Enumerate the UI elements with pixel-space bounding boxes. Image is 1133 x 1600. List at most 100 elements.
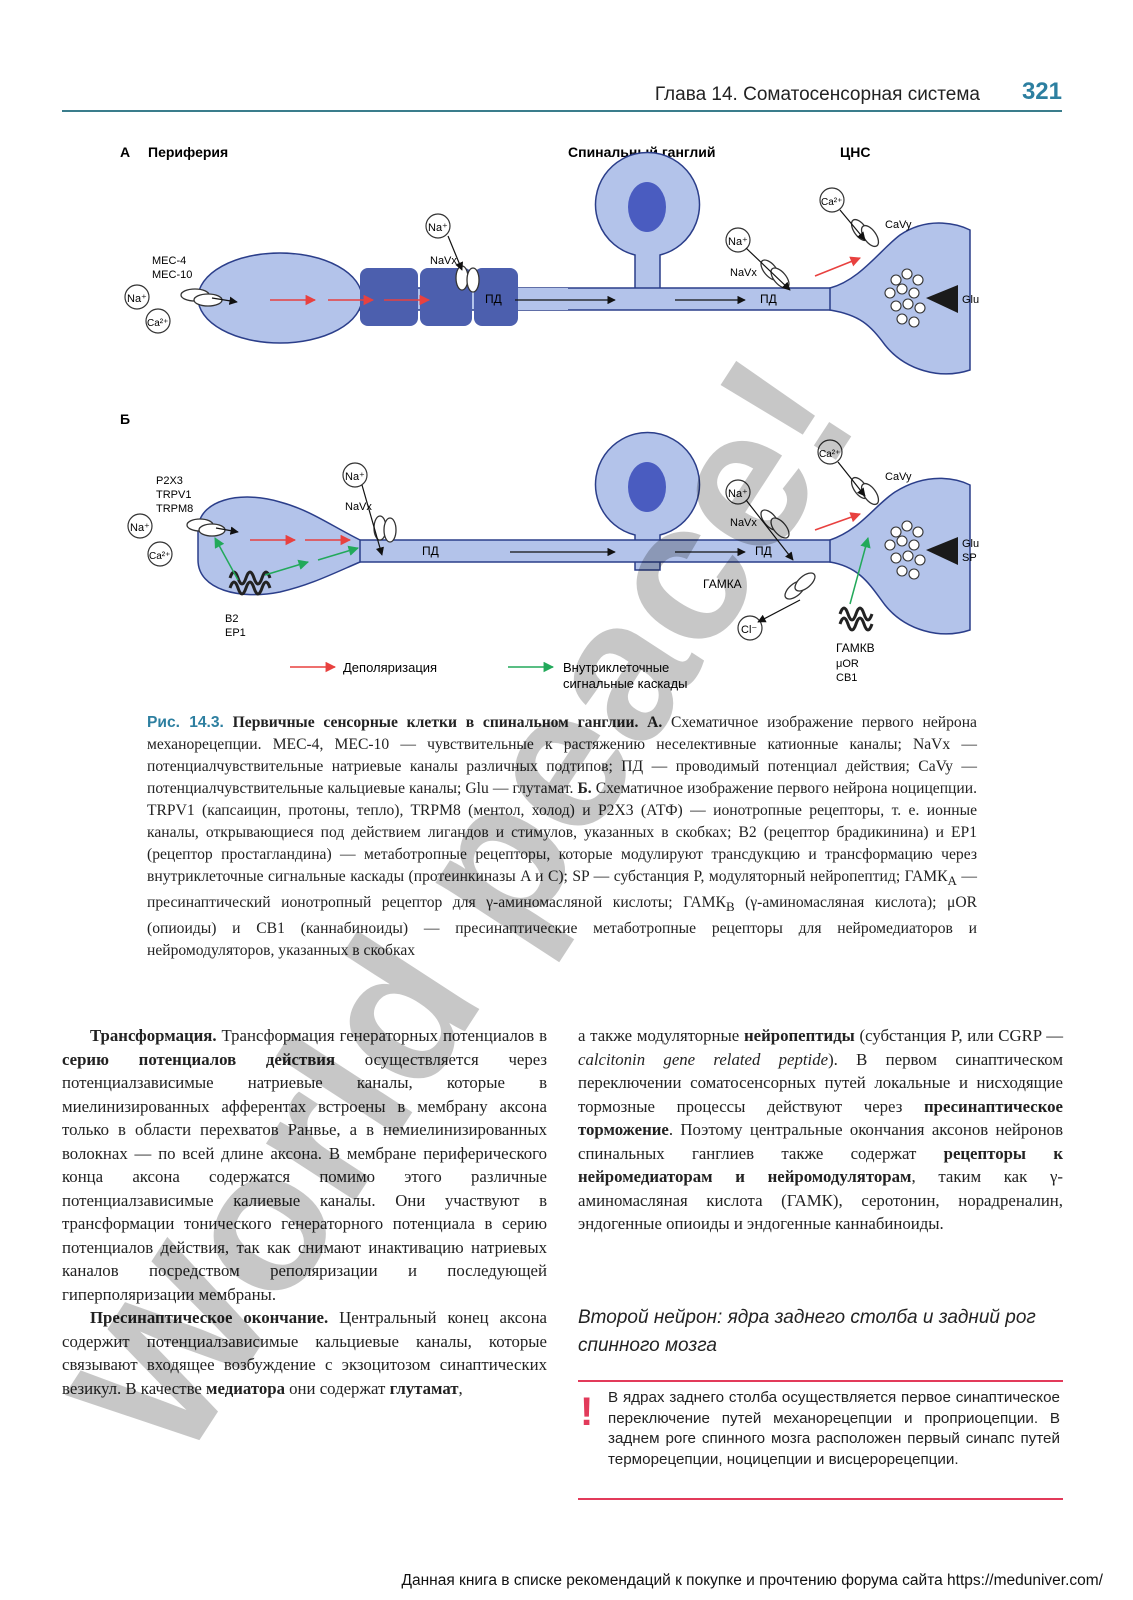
label-mec10: MEC-10: [152, 269, 192, 281]
text-run: ,: [458, 1378, 463, 1398]
label-sp-b: SP: [962, 552, 977, 564]
term-cgrp: calcitonin gene related peptide: [578, 1049, 829, 1069]
caption-text-a: Схематичное изображение первого нейрона …: [147, 714, 977, 797]
term-mediator: медиатора: [206, 1378, 285, 1398]
ion-ca-a2: Ca²⁺: [821, 197, 842, 208]
page-number: 321: [1021, 78, 1062, 105]
section-heading: Второй нейрон: ядра заднего столба и зад…: [578, 1307, 1036, 1356]
label-trpm8: TRPM8: [156, 503, 193, 515]
nucleus-b: [628, 462, 666, 512]
paragraph-continuation: а также модуляторные нейропептиды (субст…: [578, 1024, 1063, 1236]
label-pd-b: ПД: [422, 544, 439, 558]
caption-label: Рис. 14.3.: [147, 714, 224, 731]
ca-ion-icon: [145, 308, 171, 334]
page-header: Глава 14. Соматосенсорная система 321: [62, 76, 1062, 112]
term-glutamate: глутамат: [389, 1378, 459, 1398]
na-ion-icon: [124, 284, 150, 310]
ion-na-b2: Na⁺: [345, 471, 365, 483]
callout-text: В ядрах заднего столба осуществляется пе…: [608, 1389, 1060, 1468]
central-terminal-a: [829, 222, 971, 375]
legend-depolarization: Деполяризация: [343, 660, 437, 675]
b2-receptor-icon: [228, 570, 272, 586]
right-column: а также модуляторные нейропептиды (субст…: [578, 1024, 1063, 1236]
ion-na-b3: Na⁺: [728, 488, 748, 500]
label-ganglion: Спинальный ганглий: [568, 144, 716, 160]
callout-box: ! В ядрах заднего столба осуществляется …: [578, 1380, 1063, 1500]
ion-ca-b2: Ca²⁺: [819, 449, 840, 460]
panel-a-title: Периферия: [148, 144, 228, 160]
exclamation-icon: !: [580, 1390, 594, 1434]
myelin-a3: [474, 268, 518, 326]
label-cb1: CB1: [836, 672, 857, 684]
paragraph-presynaptic: Пресинаптическое окончание. Центральный …: [62, 1306, 547, 1400]
term-presynaptic-inhibition: пресинаптическое торможение: [578, 1096, 1063, 1140]
label-b2: B2: [225, 613, 238, 625]
text-run: Центральный конец аксона содержит потенц…: [62, 1308, 547, 1398]
neuron-a: [197, 151, 971, 375]
text-run: . Поэтому центральные окончания аксонов …: [578, 1120, 1063, 1163]
panel-a-letter: А: [120, 144, 130, 160]
text-run: Трансформация генераторных потенциалов в: [216, 1026, 548, 1045]
label-navx-a: NaVx: [430, 255, 457, 267]
term-ap-series: серию потенциалов действия: [62, 1049, 336, 1069]
vesicles-b: [884, 520, 926, 580]
vesicles-a: [884, 268, 926, 328]
page-footer: Данная книга в списке рекомендаций к пок…: [401, 1572, 1104, 1589]
text-run: (субстанция P, или CGRP —: [854, 1026, 1064, 1045]
caption-a-letter: А.: [647, 714, 663, 731]
label-navx-b2: NaVx: [730, 517, 757, 529]
nucleus-a: [628, 182, 666, 232]
label-navx-a2: NaVx: [730, 267, 757, 279]
term-transformation: Трансформация.: [90, 1026, 217, 1045]
glu-receptor-b: [926, 537, 958, 565]
term-neuropeptides: нейропептиды: [743, 1026, 855, 1045]
figure-14-3: А Периферия Спинальный ганглий ЦНС Na⁺ C…: [120, 144, 979, 691]
legend-cascades-2: сигнальные каскады: [563, 676, 687, 691]
myelin-a1: [360, 268, 418, 326]
label-cns: ЦНС: [840, 144, 870, 160]
label-trpv1: TRPV1: [156, 489, 191, 501]
chapter-title: Глава 14. Соматосенсорная система: [654, 84, 980, 105]
label-mor: μOR: [836, 658, 859, 670]
label-navx-b: NaVx: [345, 501, 372, 513]
caption-b-letter: Б.: [577, 780, 592, 797]
ion-na-b: Na⁺: [130, 522, 150, 534]
label-glu-a: Glu: [962, 294, 979, 306]
caption-title: Первичные сенсорные клетки в спинальном …: [232, 714, 639, 731]
ion-na-a2: Na⁺: [428, 222, 448, 234]
figure-caption: Рис. 14.3. Первичные сенсорные клетки в …: [147, 712, 977, 962]
label-p2x3: P2X3: [156, 475, 183, 487]
text-run: они содержат: [284, 1378, 390, 1398]
caption-sub-b: B: [725, 899, 735, 915]
label-gaba-a: ГАМКА: [703, 577, 742, 591]
label-cavy-a: CaVy: [885, 219, 912, 231]
green-arrow: [214, 537, 239, 581]
ion-cl-b: Cl⁻: [741, 624, 757, 636]
caption-sub-a: A: [947, 873, 957, 889]
label-ep1: EP1: [225, 627, 246, 639]
label-mec4: MEC-4: [152, 255, 186, 267]
panel-b-letter: Б: [120, 411, 130, 427]
label-pd-b2: ПД: [755, 544, 772, 558]
caption-text-b3: (γ-аминомасляная кислота); μOR (опиоиды)…: [147, 894, 978, 960]
glu-receptor-a: [926, 285, 958, 313]
text-run: а также модуляторные: [578, 1026, 744, 1045]
neuron-b: [197, 431, 971, 635]
ion-ca-b: Ca²⁺: [149, 551, 170, 562]
left-column: Трансформация. Трансформация генераторны…: [62, 1024, 547, 1400]
ion-na-a: Na⁺: [127, 293, 147, 305]
caption-text-b1: Схематичное изображение первого нейрона …: [147, 780, 977, 885]
paragraph-transformation: Трансформация. Трансформация генераторны…: [62, 1024, 547, 1306]
caption-text-b2: — пресинаптический ионотропный рецептор …: [147, 868, 977, 912]
gaba-b-receptor-icon: [838, 606, 874, 622]
text-run: , таким как γ-аминомасляная кислота (ГАМ…: [578, 1167, 1063, 1233]
peripheral-terminal-b: [197, 496, 361, 596]
term-receptors: рецепторы к нейромедиаторам и нейромодул…: [578, 1143, 1064, 1187]
legend-cascades-1: Внутриклеточные: [563, 660, 669, 675]
label-gaba-b: ГАМКB: [836, 641, 875, 655]
label-pd-a2: ПД: [760, 292, 777, 306]
term-presynaptic: Пресинаптическое окончание.: [90, 1308, 329, 1327]
ion-ca-a: Ca²⁺: [147, 318, 168, 329]
label-glu-b: Glu: [962, 538, 979, 550]
text-run: ). В первом синаптическом переключении с…: [578, 1049, 1063, 1116]
